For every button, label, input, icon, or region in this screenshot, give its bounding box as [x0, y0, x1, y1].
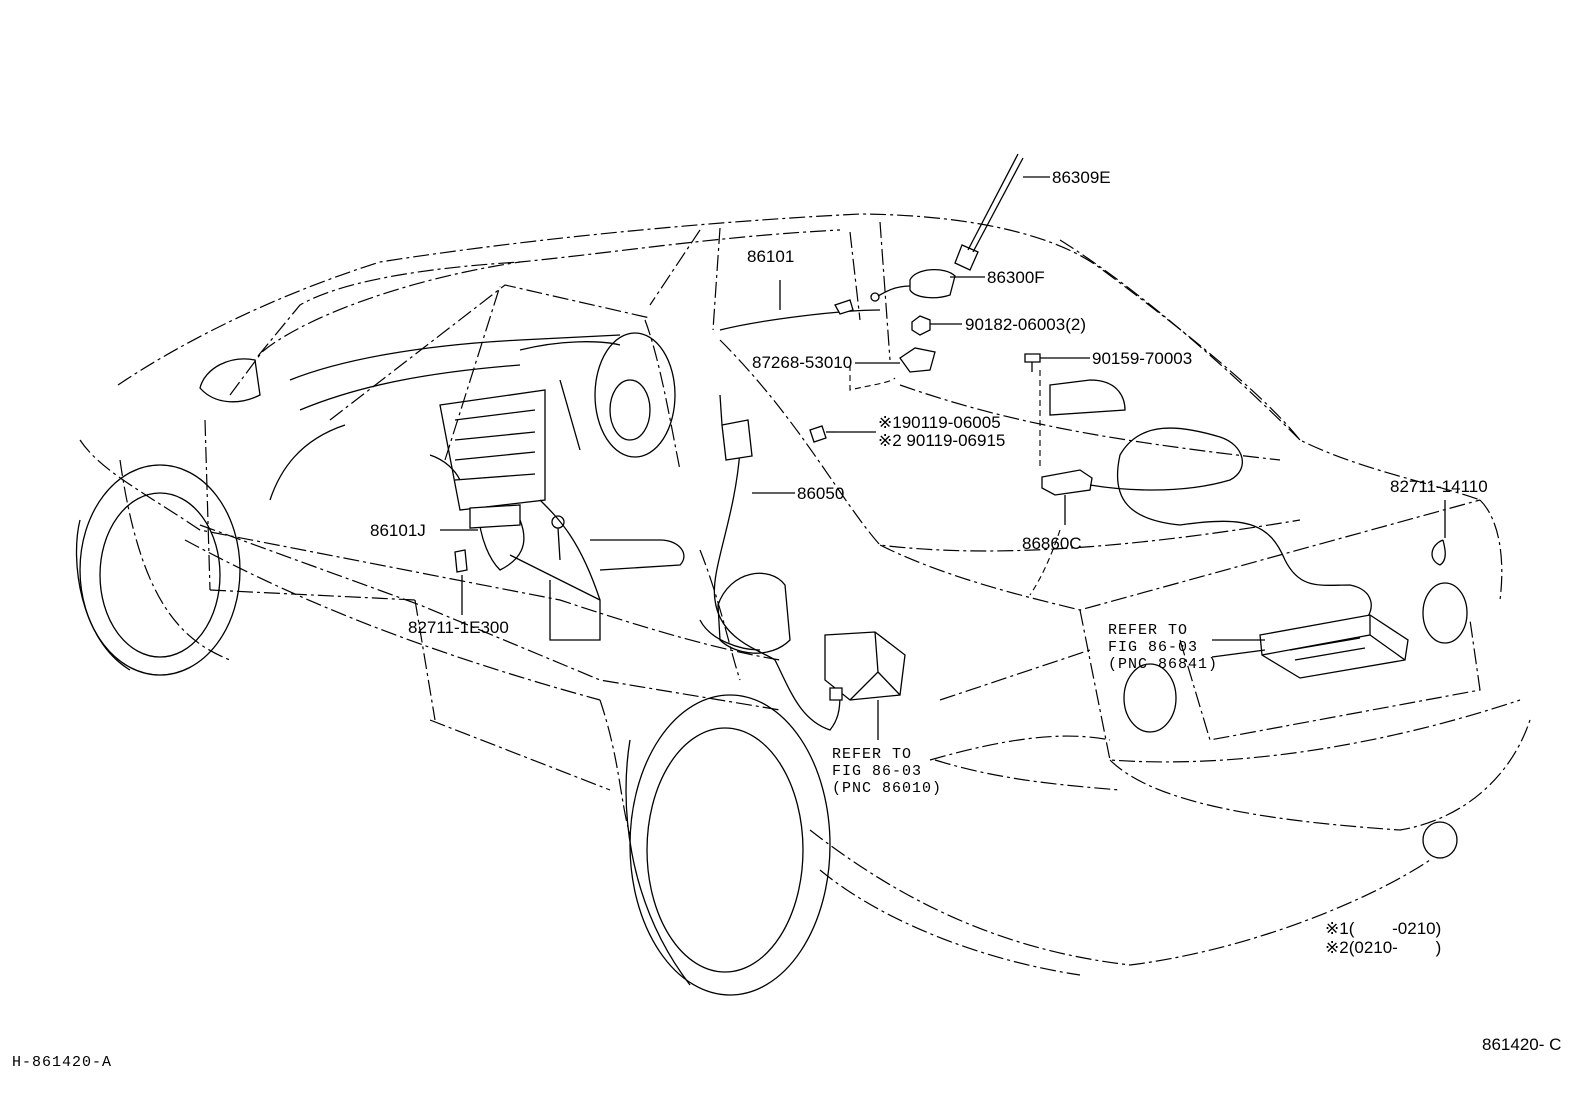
label-86050[interactable]: 86050 [797, 484, 844, 503]
label-86300f[interactable]: 86300F [987, 268, 1045, 287]
front-wheel [75, 464, 241, 676]
figure-code-right: 861420- C [1482, 1035, 1561, 1054]
door-mirror [199, 358, 261, 403]
footnote-1: ※1( -0210) [1325, 919, 1441, 938]
label-86101j[interactable]: 86101J [370, 521, 426, 540]
label-screw-2[interactable]: ※2 90119-06915 [878, 431, 1005, 450]
label-86101[interactable]: 86101 [747, 247, 794, 266]
nut-icon[interactable] [911, 315, 931, 336]
screw-icon[interactable] [809, 425, 838, 443]
clamp-82711-14110[interactable] [1431, 539, 1446, 566]
label-86309e[interactable]: 86309E [1052, 168, 1111, 187]
refer-front-line1[interactable]: REFER TO [832, 746, 912, 763]
rear-wheel [625, 694, 831, 996]
interior [269, 332, 1126, 651]
clamp-82711-1e300[interactable] [454, 549, 468, 573]
refer-front-line2[interactable]: FIG 86-03 [832, 763, 922, 780]
fuel-door [717, 572, 791, 654]
cord-86101j[interactable] [429, 454, 525, 571]
label-screw-1[interactable]: ※190119-06005 [878, 413, 1001, 432]
tail-lights [1123, 582, 1468, 859]
bolt-icon[interactable] [1024, 353, 1041, 372]
footnote-2: ※2(0210- ) [1325, 938, 1441, 957]
label-90159-70003[interactable]: 90159-70003 [1092, 349, 1192, 368]
figure-code-left: H-861420-A [12, 1054, 112, 1071]
label-82711-1e300[interactable]: 82711-1E300 [408, 618, 509, 637]
bracket-icon[interactable] [899, 347, 936, 373]
antenna-rod[interactable] [954, 153, 1024, 271]
label-90182-06003[interactable]: 90182-06003(2) [965, 315, 1086, 334]
refer-rear-line1[interactable]: REFER TO [1108, 622, 1188, 639]
refer-rear-line2[interactable]: FIG 86-03 [1108, 639, 1198, 656]
amplifier-unit-86010[interactable] [824, 631, 906, 701]
antenna-base[interactable] [870, 269, 956, 302]
part-labels: 86309E 86300F 86101 90182-06003(2) 87268… [12, 168, 1561, 1071]
label-82711-14110[interactable]: 82711-14110 [1390, 477, 1488, 496]
leader-lines [440, 176, 1446, 740]
refer-rear-line3[interactable]: (PNC 86841) [1108, 656, 1218, 673]
label-87268-53010[interactable]: 87268-53010 [752, 353, 852, 372]
box-86860c[interactable] [1041, 427, 1372, 621]
car-body-outline [79, 213, 1531, 976]
label-86860c[interactable]: 86860C [1022, 534, 1082, 553]
cord-86101[interactable] [719, 299, 881, 331]
refer-front-line3[interactable]: (PNC 86010) [832, 780, 942, 797]
cord-86050[interactable] [713, 394, 841, 731]
rear-unit-86841[interactable] [1259, 614, 1409, 679]
